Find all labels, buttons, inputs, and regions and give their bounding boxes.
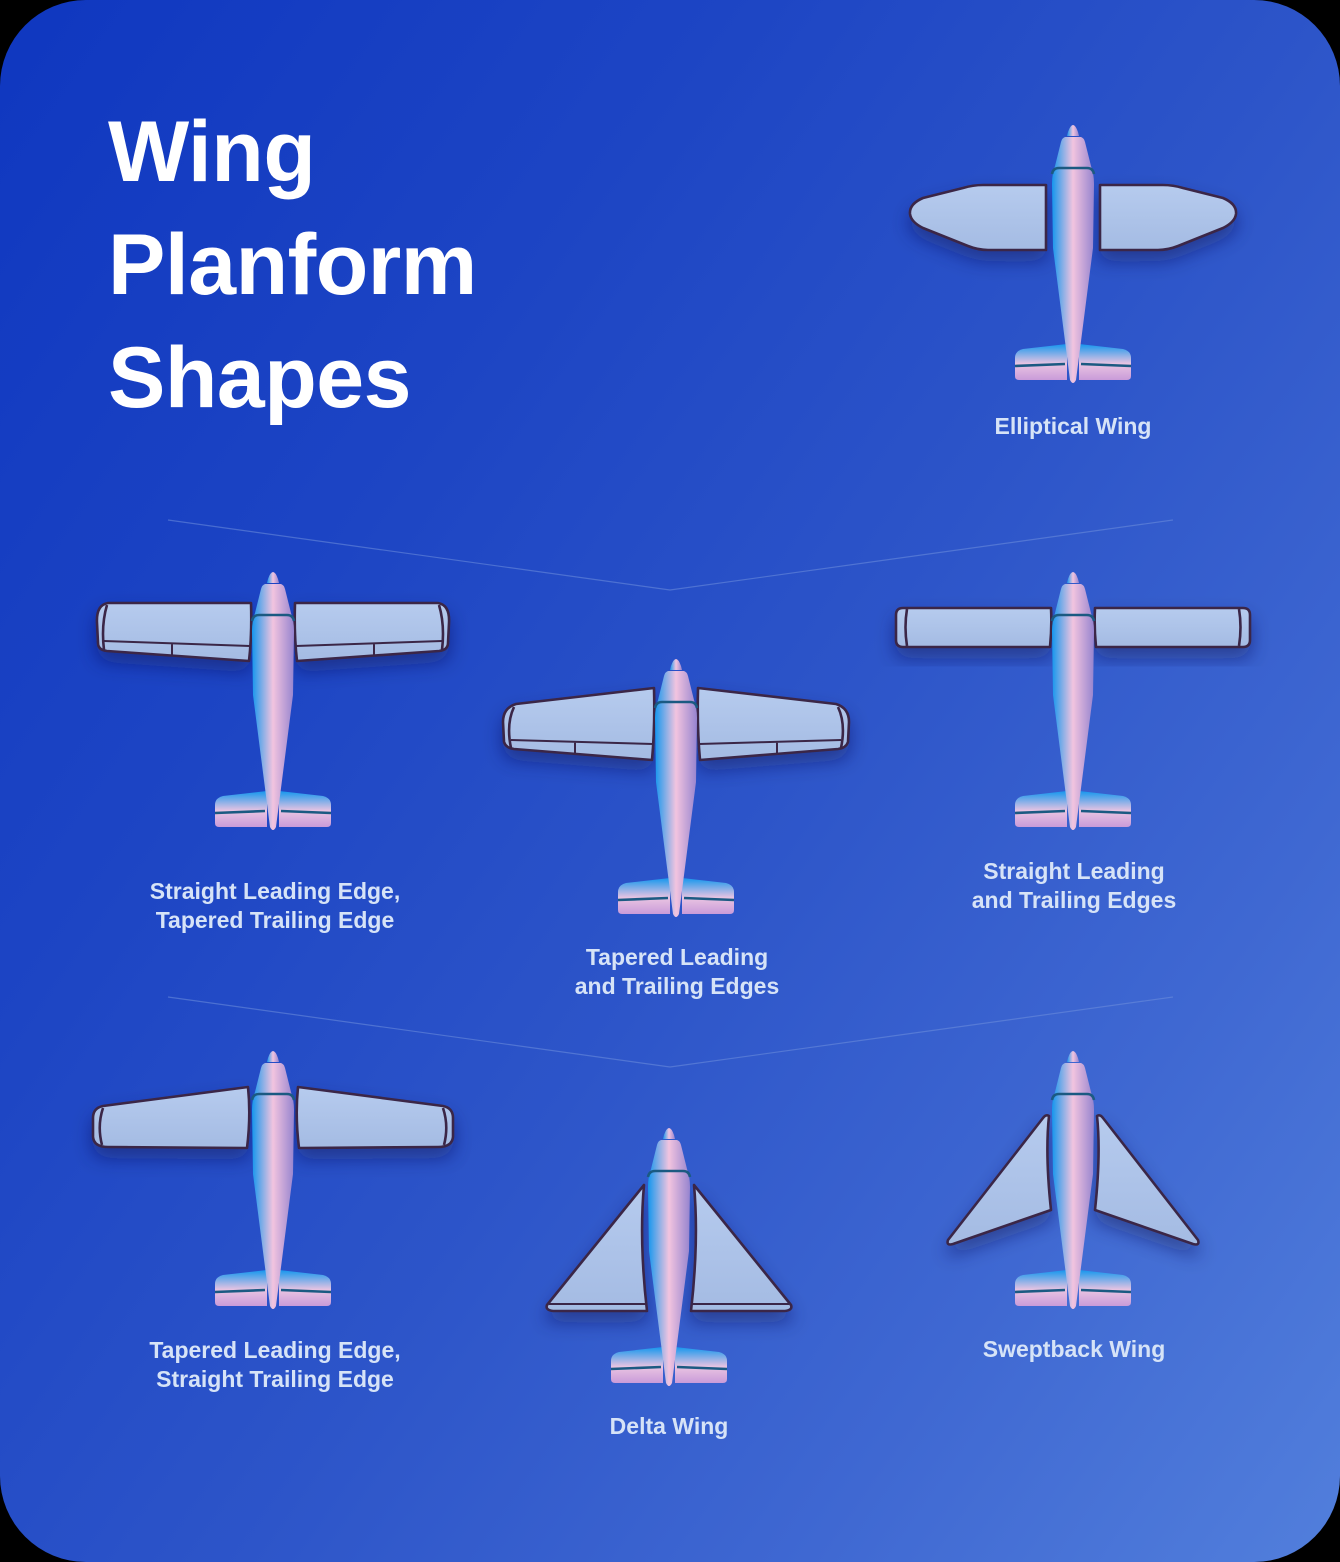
label-line: Tapered Trailing Edge — [155, 907, 395, 933]
title-line-3: Shapes — [108, 330, 411, 426]
label-line: and Trailing Edges — [574, 973, 780, 999]
plane-sweptback-wing — [946, 1049, 1200, 1311]
label-straight-leading-trailing: Straight Leading and Trailing Edges — [972, 857, 1176, 915]
plane-straight-leading-tapered-trailing — [95, 570, 451, 832]
page-title: Wing Planform Shapes — [108, 96, 477, 435]
label-line: Tapered Leading — [585, 944, 769, 970]
label-line: Straight Leading — [983, 858, 1165, 884]
title-line-2: Planform — [108, 217, 477, 313]
divider-upper — [167, 519, 1174, 591]
label-line: Delta Wing — [609, 1413, 729, 1439]
label-line: Straight Leading Edge, — [149, 878, 401, 904]
plane-straight-leading-trailing — [894, 570, 1252, 832]
divider-lower — [167, 996, 1174, 1068]
plane-tapered-leading-straight-trailing — [91, 1049, 455, 1311]
label-tapered-leading-trailing: Tapered Leading and Trailing Edges — [575, 943, 779, 1001]
plane-tapered-leading-trailing — [501, 657, 851, 919]
label-delta-wing: Delta Wing — [610, 1412, 729, 1441]
label-line: Straight Trailing Edge — [156, 1366, 394, 1392]
label-line: Tapered Leading Edge, — [149, 1337, 401, 1363]
label-tapered-leading-straight-trailing: Tapered Leading Edge, Straight Trailing … — [149, 1336, 400, 1394]
label-line: Elliptical Wing — [994, 413, 1152, 439]
plane-delta-wing — [545, 1126, 793, 1388]
label-line: Sweptback Wing — [982, 1336, 1166, 1362]
label-line: and Trailing Edges — [971, 887, 1177, 913]
title-line-1: Wing — [108, 104, 316, 200]
plane-elliptical-wing — [908, 123, 1238, 385]
label-straight-leading-tapered-trailing: Straight Leading Edge, Tapered Trailing … — [150, 877, 400, 935]
label-sweptback-wing: Sweptback Wing — [983, 1335, 1166, 1364]
label-elliptical-wing: Elliptical Wing — [995, 412, 1152, 441]
